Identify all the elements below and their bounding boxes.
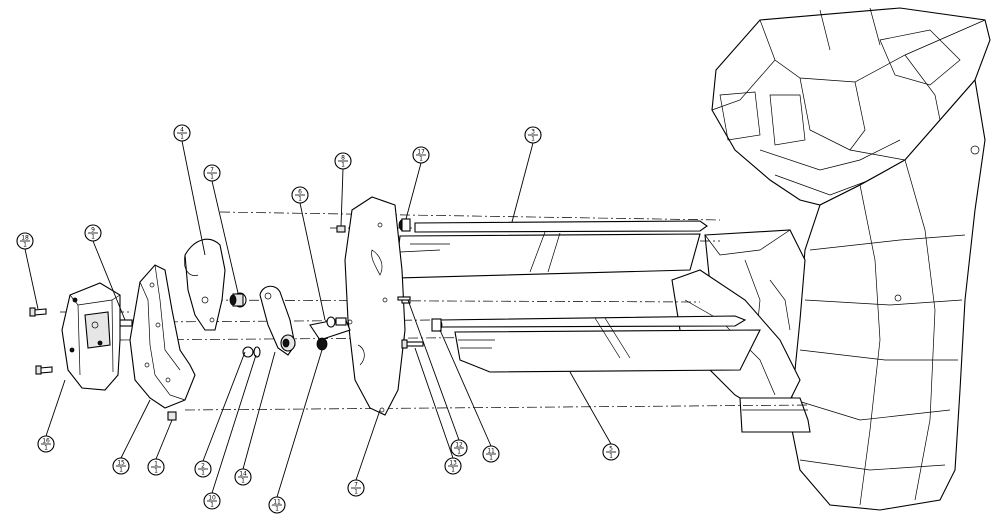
callout-5-number: 5 [609,446,613,453]
mounting-bracket [129,264,196,409]
callout-17: 17 1 [412,146,430,164]
callout-6-qty: 1 [298,196,302,203]
callout-7-number: 7 [210,167,214,174]
callout-1: 1 1 [147,458,165,476]
upper-blade-assembly [394,220,708,279]
callout-13: 13 1 [444,457,462,475]
callout-7-lower: 7 1 [347,479,365,497]
callout-13-number: 13 [449,460,457,467]
callout-11-right: 11 1 [482,445,500,463]
callout-3-qty: 1 [531,136,535,143]
callout-14: 14 1 [234,468,252,486]
callout-10-qty: 1 [210,502,214,509]
callout-8-qty: 1 [341,162,345,169]
callout-11-right-qty: 1 [489,455,493,462]
callout-14-qty: 1 [241,478,245,485]
callout-4-qty: 1 [180,134,184,141]
callout-4-number: 4 [180,127,184,134]
callout-6-number: 6 [298,189,302,196]
callout-13-qty: 1 [451,467,455,474]
callout-2-number: 2 [201,463,205,470]
callout-2: 2 1 [194,460,212,478]
callout-11-qty: 1 [275,506,279,513]
callout-18: 18 1 [16,232,34,250]
callout-14-number: 14 [239,471,247,478]
callout-8: 8 1 [334,152,352,170]
callout-11-right-number: 11 [487,448,495,455]
callout-12-qty: 1 [457,449,461,456]
callout-4: 4 1 [173,124,191,142]
callout-9: 9 1 [84,224,102,242]
callout-17-qty: 1 [419,156,423,163]
callout-6: 6 1 [291,186,309,204]
callout-3-number: 3 [531,129,535,136]
machine-body [671,7,991,511]
linkage-arm [259,285,296,356]
callout-bubbles: 18 1 9 1 4 1 7 1 6 1 8 1 1 [16,124,620,514]
callout-2-qty: 1 [201,470,205,477]
callout-12-number: 12 [455,442,463,449]
hub-bushing [229,292,247,308]
motor-housing [61,282,121,391]
callout-5-qty: 1 [609,453,613,460]
callout-15: 15 1 [112,457,130,475]
arm-bracket [184,238,226,331]
callout-18-number: 18 [21,235,29,242]
callout-11-number: 11 [273,499,281,506]
callout-5: 5 1 [602,443,620,461]
leader-lines [24,140,612,498]
fasteners [29,218,443,421]
callout-8-number: 8 [341,155,345,162]
callout-15-qty: 1 [119,467,123,474]
callout-15-number: 15 [117,460,125,467]
callout-16-number: 16 [42,438,50,445]
callout-10-number: 10 [208,495,216,502]
center-plate [344,196,406,416]
callout-7: 7 1 [203,164,221,182]
callout-7-lower-qty: 1 [354,489,358,496]
callout-1-number: 1 [154,461,158,468]
callout-1-qty: 1 [154,468,158,475]
callout-3: 3 1 [524,126,542,144]
callout-9-number: 9 [91,227,95,234]
callout-16-qty: 1 [44,445,48,452]
lower-blade-assembly [439,315,761,373]
callout-17-number: 17 [417,149,425,156]
callout-18-qty: 1 [23,242,27,249]
callout-7-qty: 1 [210,174,214,181]
callout-7-lower-number: 7 [354,482,358,489]
callout-9-qty: 1 [91,234,95,241]
callout-10: 10 1 [203,492,221,510]
callout-12: 12 1 [450,439,468,457]
callout-11: 11 1 [268,496,286,514]
callout-16: 16 1 [37,435,55,453]
